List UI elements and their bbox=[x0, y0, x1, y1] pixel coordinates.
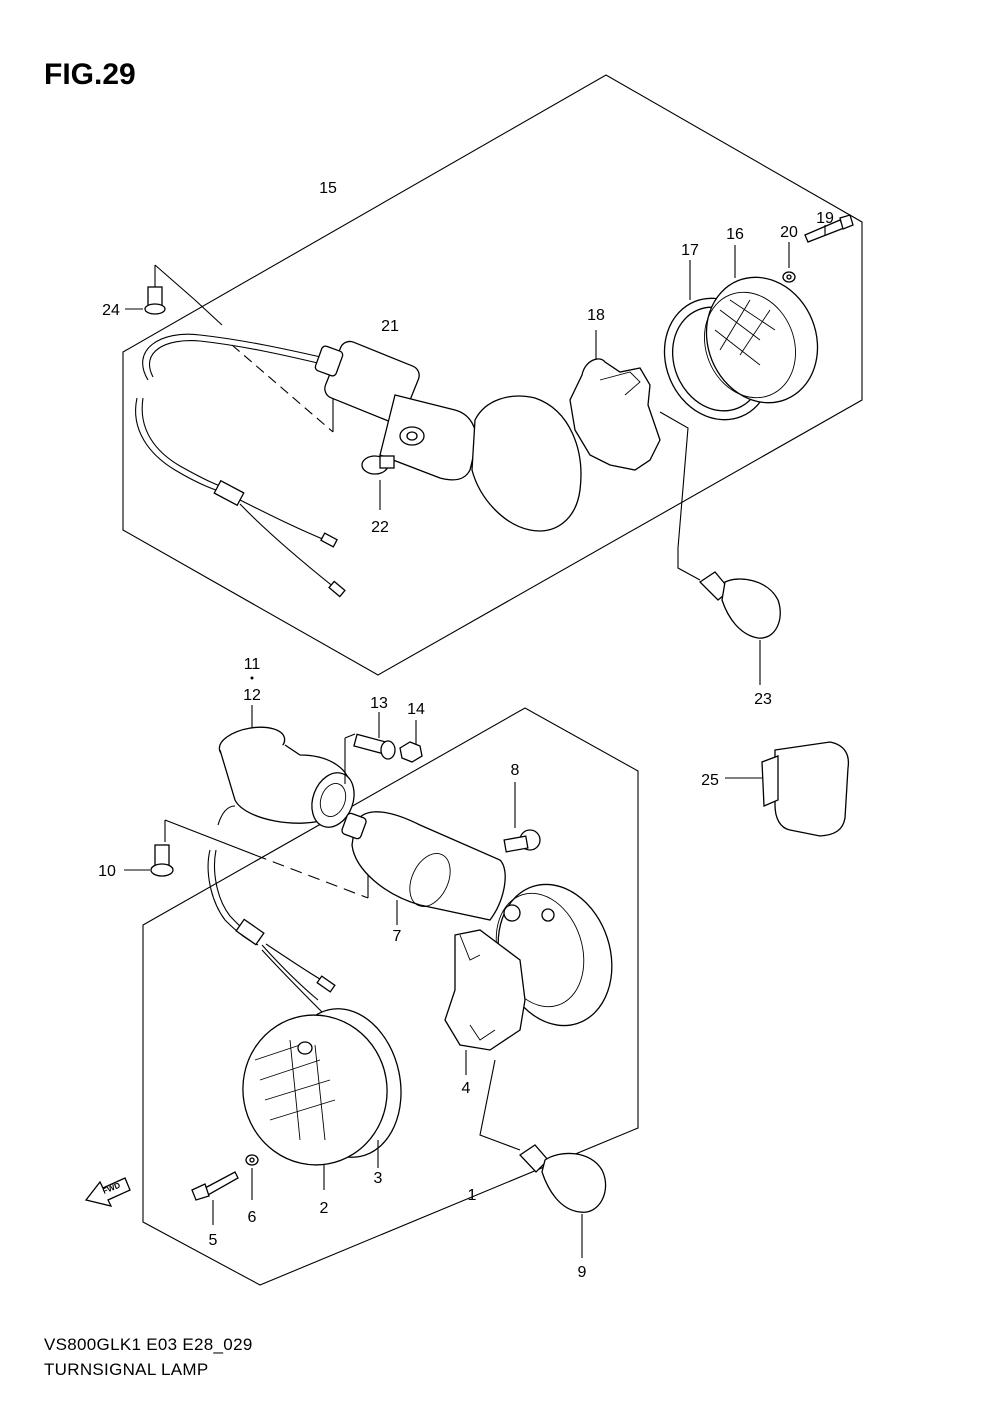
part-19-screw bbox=[804, 214, 854, 243]
figure-name: TURNSIGNAL LAMP bbox=[44, 1360, 209, 1379]
figure-title: FIG.29 bbox=[44, 58, 136, 91]
part-10-bolt bbox=[124, 819, 369, 899]
part-7-socket bbox=[341, 811, 506, 925]
callout-10: 10 bbox=[98, 863, 116, 880]
part-18-bracket bbox=[569, 330, 661, 471]
callout-13: 13 bbox=[370, 695, 388, 712]
callout-16: 16 bbox=[726, 226, 744, 243]
callout-15: 15 bbox=[319, 180, 337, 197]
callout-8: 8 bbox=[511, 762, 520, 779]
callout-22: 22 bbox=[371, 519, 389, 536]
callout-23: 23 bbox=[754, 691, 772, 708]
part-24-bolt bbox=[125, 264, 196, 315]
callout-24: 24 bbox=[102, 302, 120, 319]
part-8-screw bbox=[503, 782, 541, 853]
callout-7: 7 bbox=[393, 928, 402, 945]
callout-12: 12 bbox=[243, 687, 261, 704]
part-21-socket-body bbox=[314, 340, 477, 481]
callout-25: 25 bbox=[701, 772, 719, 789]
part-20-washer bbox=[782, 242, 796, 283]
part-25-cap bbox=[725, 741, 850, 837]
callout-18: 18 bbox=[587, 307, 605, 324]
part-22-screw bbox=[361, 455, 395, 510]
part-15-lamp-shell bbox=[471, 395, 582, 532]
callout-17: 17 bbox=[681, 242, 699, 259]
part-14-nut bbox=[399, 720, 423, 763]
part-6-washer bbox=[245, 1154, 259, 1200]
upper-wire-harness bbox=[135, 333, 346, 598]
model-code: VS800GLK1 E03 E28_029 bbox=[44, 1335, 253, 1354]
callout-6: 6 bbox=[248, 1209, 257, 1226]
part-23-bulb bbox=[698, 571, 781, 685]
fwd-arrow-icon: FWD bbox=[84, 1177, 131, 1207]
callout-21: 21 bbox=[381, 318, 399, 335]
callout-19: 19 bbox=[816, 210, 834, 227]
callout-11: 11 bbox=[244, 656, 261, 673]
part-2-lens bbox=[242, 1014, 388, 1190]
callout-3: 3 bbox=[374, 1170, 383, 1187]
callout-11-dot bbox=[250, 676, 254, 680]
assembly-box-lower bbox=[142, 707, 639, 1286]
callout-2: 2 bbox=[320, 1200, 329, 1217]
part-16-lens bbox=[704, 245, 819, 404]
part-5-screw bbox=[191, 1171, 239, 1225]
part-9-bulb bbox=[518, 1144, 607, 1258]
part-4-bracket bbox=[444, 929, 526, 1075]
lower-wire-harness bbox=[207, 805, 336, 1013]
callout-9: 9 bbox=[578, 1264, 587, 1281]
part-13-bolt bbox=[353, 712, 396, 760]
callout-14: 14 bbox=[407, 701, 425, 718]
callout-1: 1 bbox=[468, 1187, 477, 1204]
callout-20: 20 bbox=[780, 224, 798, 241]
part-12-mount bbox=[218, 705, 355, 828]
callout-5: 5 bbox=[209, 1232, 218, 1249]
lower-lamp-housing bbox=[495, 883, 613, 1027]
callout-4: 4 bbox=[462, 1080, 471, 1097]
assembly-box-upper bbox=[122, 74, 863, 676]
